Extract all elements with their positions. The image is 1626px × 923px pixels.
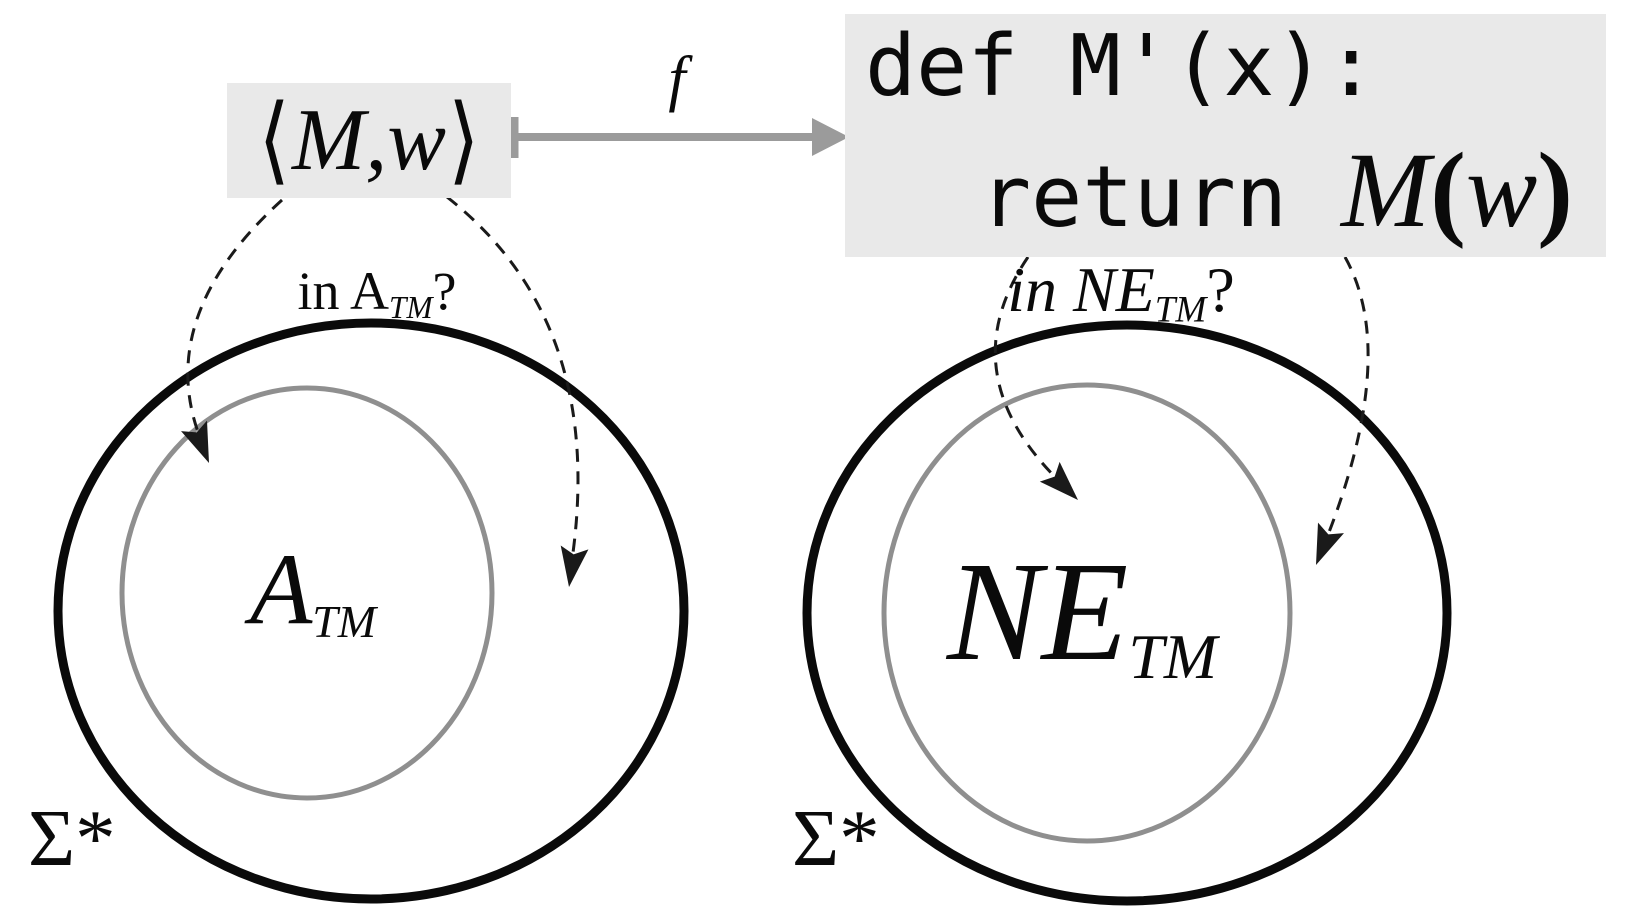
right-outer-dashed-arrow [1322, 256, 1370, 546]
open-angle-bracket: ⟨ [258, 84, 290, 196]
left-question-text: in A [297, 261, 390, 321]
left-inner-dashed-arrow [186, 198, 284, 446]
mapsto-arrow [509, 117, 849, 158]
right-inner-arrowhead-icon [1039, 461, 1078, 500]
left-set-name: A [249, 533, 313, 646]
left-membership-question: in ATM? [298, 264, 457, 323]
right-outer-arrowhead-icon [1316, 522, 1344, 565]
input-pair-box: ⟨M,w⟩ [227, 83, 511, 198]
left-universe-ellipse [53, 318, 689, 904]
left-outer-arrowhead-icon [560, 545, 589, 587]
right-universe-label: Σ* [792, 793, 880, 883]
right-question-mark: ? [1206, 254, 1235, 325]
right-set-subscript: TM [1128, 621, 1218, 693]
close-angle-bracket: ⟩ [448, 84, 480, 196]
code-line-1: def M'(x): [865, 17, 1377, 116]
code-call-func: M [1341, 132, 1431, 250]
dashed-arrows [186, 195, 1370, 561]
right-subset-ellipse [881, 382, 1293, 844]
right-question-text: in NE [1007, 254, 1155, 325]
left-set-subscript: TM [312, 595, 377, 647]
machine-variable: M [291, 91, 366, 189]
right-set-label: NETM [947, 540, 1217, 689]
code-return-keyword: return [980, 148, 1288, 247]
left-question-subscript: TM [389, 289, 433, 325]
pair-comma: , [365, 91, 388, 189]
right-set-name: NE [946, 532, 1129, 690]
right-universe-ellipse [802, 320, 1452, 906]
left-outer-dashed-arrow [446, 195, 580, 561]
right-membership-question: in NETM? [1007, 258, 1235, 329]
reduction-function-label: f [668, 45, 686, 113]
dashed-arrowheads [181, 420, 1344, 587]
left-universe-label: Σ* [28, 793, 116, 883]
word-variable: w [387, 91, 446, 189]
code-close-paren: ) [1537, 132, 1573, 250]
left-subset-ellipse [119, 385, 495, 801]
code-open-paren: ( [1430, 132, 1466, 250]
right-question-subscript: TM [1154, 289, 1207, 331]
left-question-mark: ? [432, 261, 457, 321]
right-inner-dashed-arrow [993, 256, 1060, 482]
left-set-label: ATM [250, 539, 376, 645]
mapsto-arrowhead-icon [812, 118, 849, 156]
code-call-expression: M(w) [1341, 132, 1573, 250]
left-inner-arrowhead-icon [181, 420, 209, 463]
code-call-arg: w [1465, 132, 1538, 250]
